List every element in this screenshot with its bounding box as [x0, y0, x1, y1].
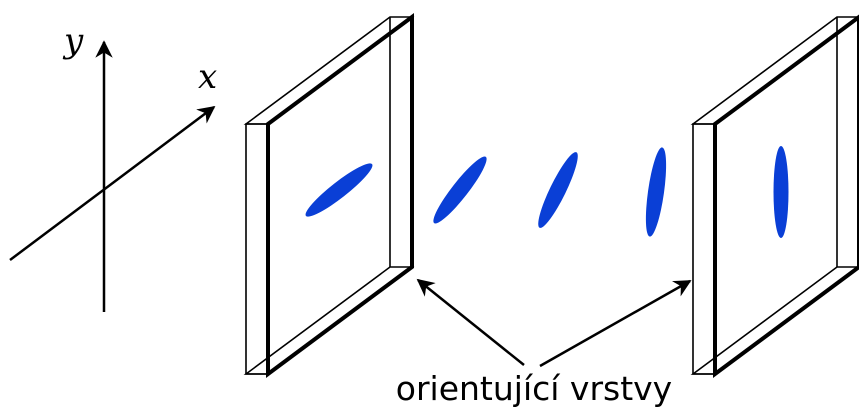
caption-alignment-layers: orientující vrstvy: [396, 369, 672, 408]
molecule-1: [305, 163, 373, 217]
y-axis-label: y: [62, 21, 84, 61]
molecule-2: [433, 156, 487, 224]
molecule-5: [773, 146, 789, 238]
left-alignment-layer: [243, 13, 415, 378]
molecule-3: [538, 152, 578, 228]
right-alignment-layer: [690, 14, 859, 378]
arrow-to-right-layer: [539, 279, 692, 368]
x-axis-label: x: [198, 57, 217, 97]
arrow-to-left-layer: [416, 278, 525, 366]
x-axis: [9, 105, 216, 261]
molecules: [305, 146, 789, 238]
coordinate-axes: y x: [9, 21, 217, 312]
molecule-4: [645, 147, 667, 237]
pointer-arrows: [416, 278, 692, 368]
